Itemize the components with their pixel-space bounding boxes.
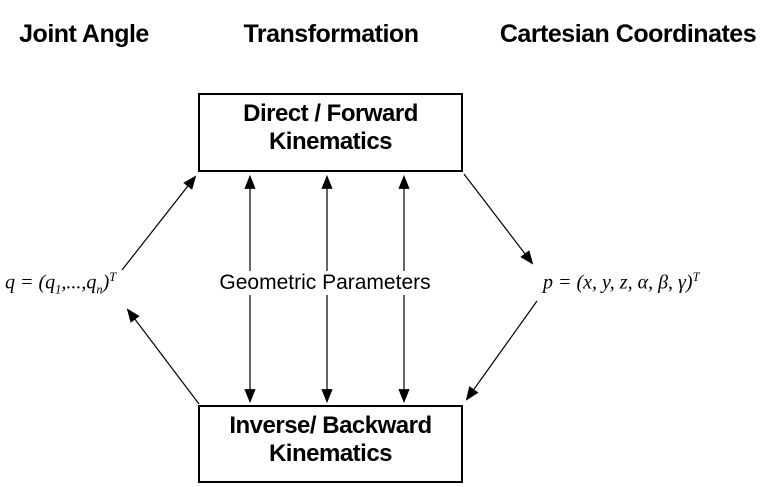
formula-q-subn: n	[96, 282, 103, 297]
inverse-kinematics-line2: Kinematics	[268, 440, 393, 467]
inverse-kinematics-line1: Inverse/ Backward	[229, 412, 432, 439]
formula-q-part2: ,...,q	[61, 271, 97, 294]
geometric-parameters-label: Geometric Parameters	[213, 271, 437, 295]
formula-q-transpose: T	[109, 270, 117, 284]
header-transformation: Transformation	[243, 20, 419, 48]
forward-kinematics-line2: Kinematics	[268, 128, 393, 155]
inverse-kinematics-box: Inverse/ Backward Kinematics	[198, 405, 463, 483]
arrow-q-to-forward	[121, 175, 197, 271]
header-joint-angle: Joint Angle	[19, 20, 149, 48]
forward-kinematics-box: Direct / Forward Kinematics	[198, 93, 463, 172]
arrow-p-to-inverse	[465, 300, 538, 401]
formula-q-sub1: 1	[55, 282, 62, 297]
formula-q-part3: )	[102, 271, 110, 294]
formula-q-part1: q = (q	[5, 271, 56, 294]
forward-kinematics-line1: Direct / Forward	[243, 100, 418, 127]
formula-p-body: p = (x, y, z, α, β, γ)	[543, 271, 693, 294]
formula-p-transpose: T	[692, 270, 700, 284]
joint-angle-formula: q = (q1,...,qn)T	[5, 270, 116, 298]
cartesian-formula: p = (x, y, z, α, β, γ)T	[543, 270, 700, 295]
arrow-inverse-to-q	[126, 308, 200, 405]
arrow-forward-to-p	[463, 173, 534, 265]
header-cartesian-coordinates: Cartesian Coordinates	[499, 20, 757, 48]
